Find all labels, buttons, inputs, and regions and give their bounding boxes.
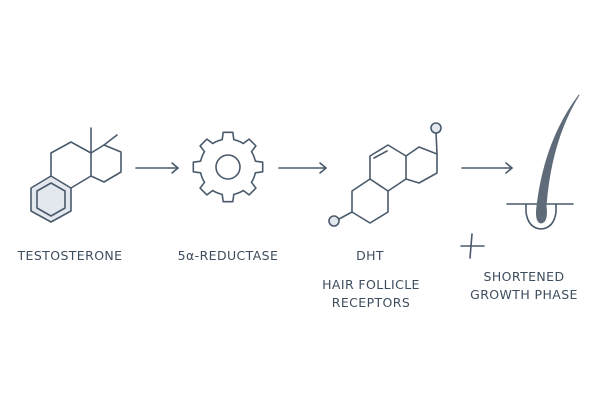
reductase-label-text: 5α-REDUCTASE: [177, 248, 279, 263]
receptors-line-1: HAIR FOLLICLE: [322, 277, 420, 292]
hair-follicle-icon: [506, 94, 580, 230]
reductase-label: 5α-REDUCTASE: [160, 247, 296, 265]
shortened-growth-phase-label: SHORTENED GROWTH PHASE: [455, 268, 593, 304]
hair-follicle-receptors-label: HAIR FOLLICLE RECEPTORS: [306, 276, 436, 312]
dht-molecule-icon: [328, 122, 442, 227]
outcome-line-2: GROWTH PHASE: [470, 287, 578, 302]
outcome-line-1: SHORTENED: [483, 269, 565, 284]
dht-label-text: DHT: [356, 248, 384, 263]
arrow-1: [135, 162, 179, 174]
testosterone-label-text: TESTOSTERONE: [17, 248, 123, 263]
testosterone-label: TESTOSTERONE: [4, 247, 136, 265]
plus-icon: [460, 233, 485, 259]
testosterone-molecule-icon: [30, 127, 122, 223]
arrow-3: [461, 162, 513, 174]
dht-label: DHT: [330, 247, 410, 265]
gear-icon: [192, 131, 264, 203]
arrow-2: [278, 162, 327, 174]
receptors-line-2: RECEPTORS: [331, 295, 411, 310]
